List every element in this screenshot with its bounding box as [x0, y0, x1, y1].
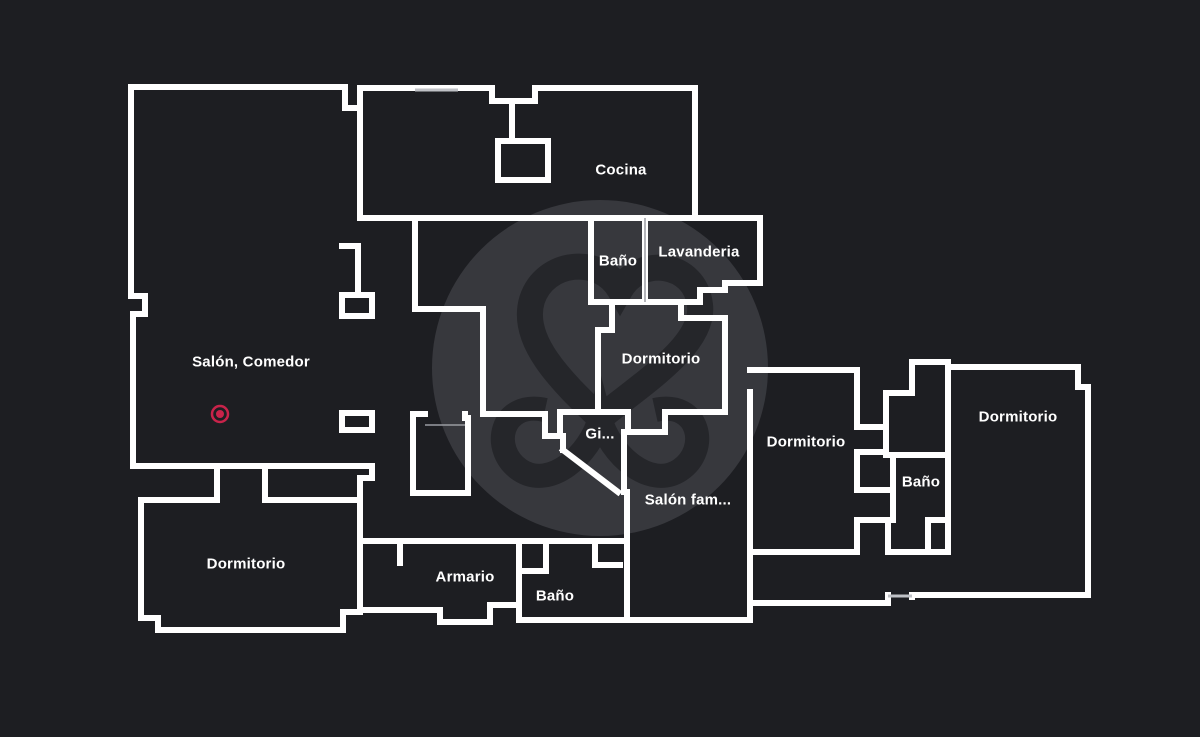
room-label-gi: Gi...	[585, 425, 615, 443]
wall-cocina	[357, 85, 698, 220]
wall-dormitorio-lower	[138, 463, 363, 633]
wall-salon	[128, 84, 375, 503]
room-label-dormitorio-4: Dormitorio	[206, 555, 286, 573]
wall-bano-right	[890, 452, 951, 555]
wall-right-block	[747, 359, 1091, 600]
room-label-salon-familiar: Salón fam...	[644, 491, 732, 509]
wall-salon-inner	[339, 243, 375, 433]
room-label-bano-1: Baño	[598, 252, 638, 270]
room-label-salon-comedor: Salón, Comedor	[192, 353, 310, 371]
wall-central	[357, 215, 763, 439]
room-label-cocina: Cocina	[595, 161, 647, 179]
room-label-lavanderia: Lavanderia	[658, 243, 740, 261]
room-label-armario: Armario	[435, 568, 495, 586]
room-label-bano-2: Baño	[901, 473, 941, 491]
room-label-dormitorio-2: Dormitorio	[766, 433, 846, 451]
room-label-dormitorio-1: Dormitorio	[621, 350, 701, 368]
room-label-dormitorio-3: Dormitorio	[978, 408, 1058, 426]
wall-salon-familiar	[624, 389, 891, 623]
wall-armario	[357, 538, 630, 625]
wall-storage	[410, 411, 471, 496]
target-icon[interactable]	[210, 404, 230, 424]
room-label-bano-3: Baño	[535, 587, 575, 605]
wall-gi	[558, 429, 627, 497]
